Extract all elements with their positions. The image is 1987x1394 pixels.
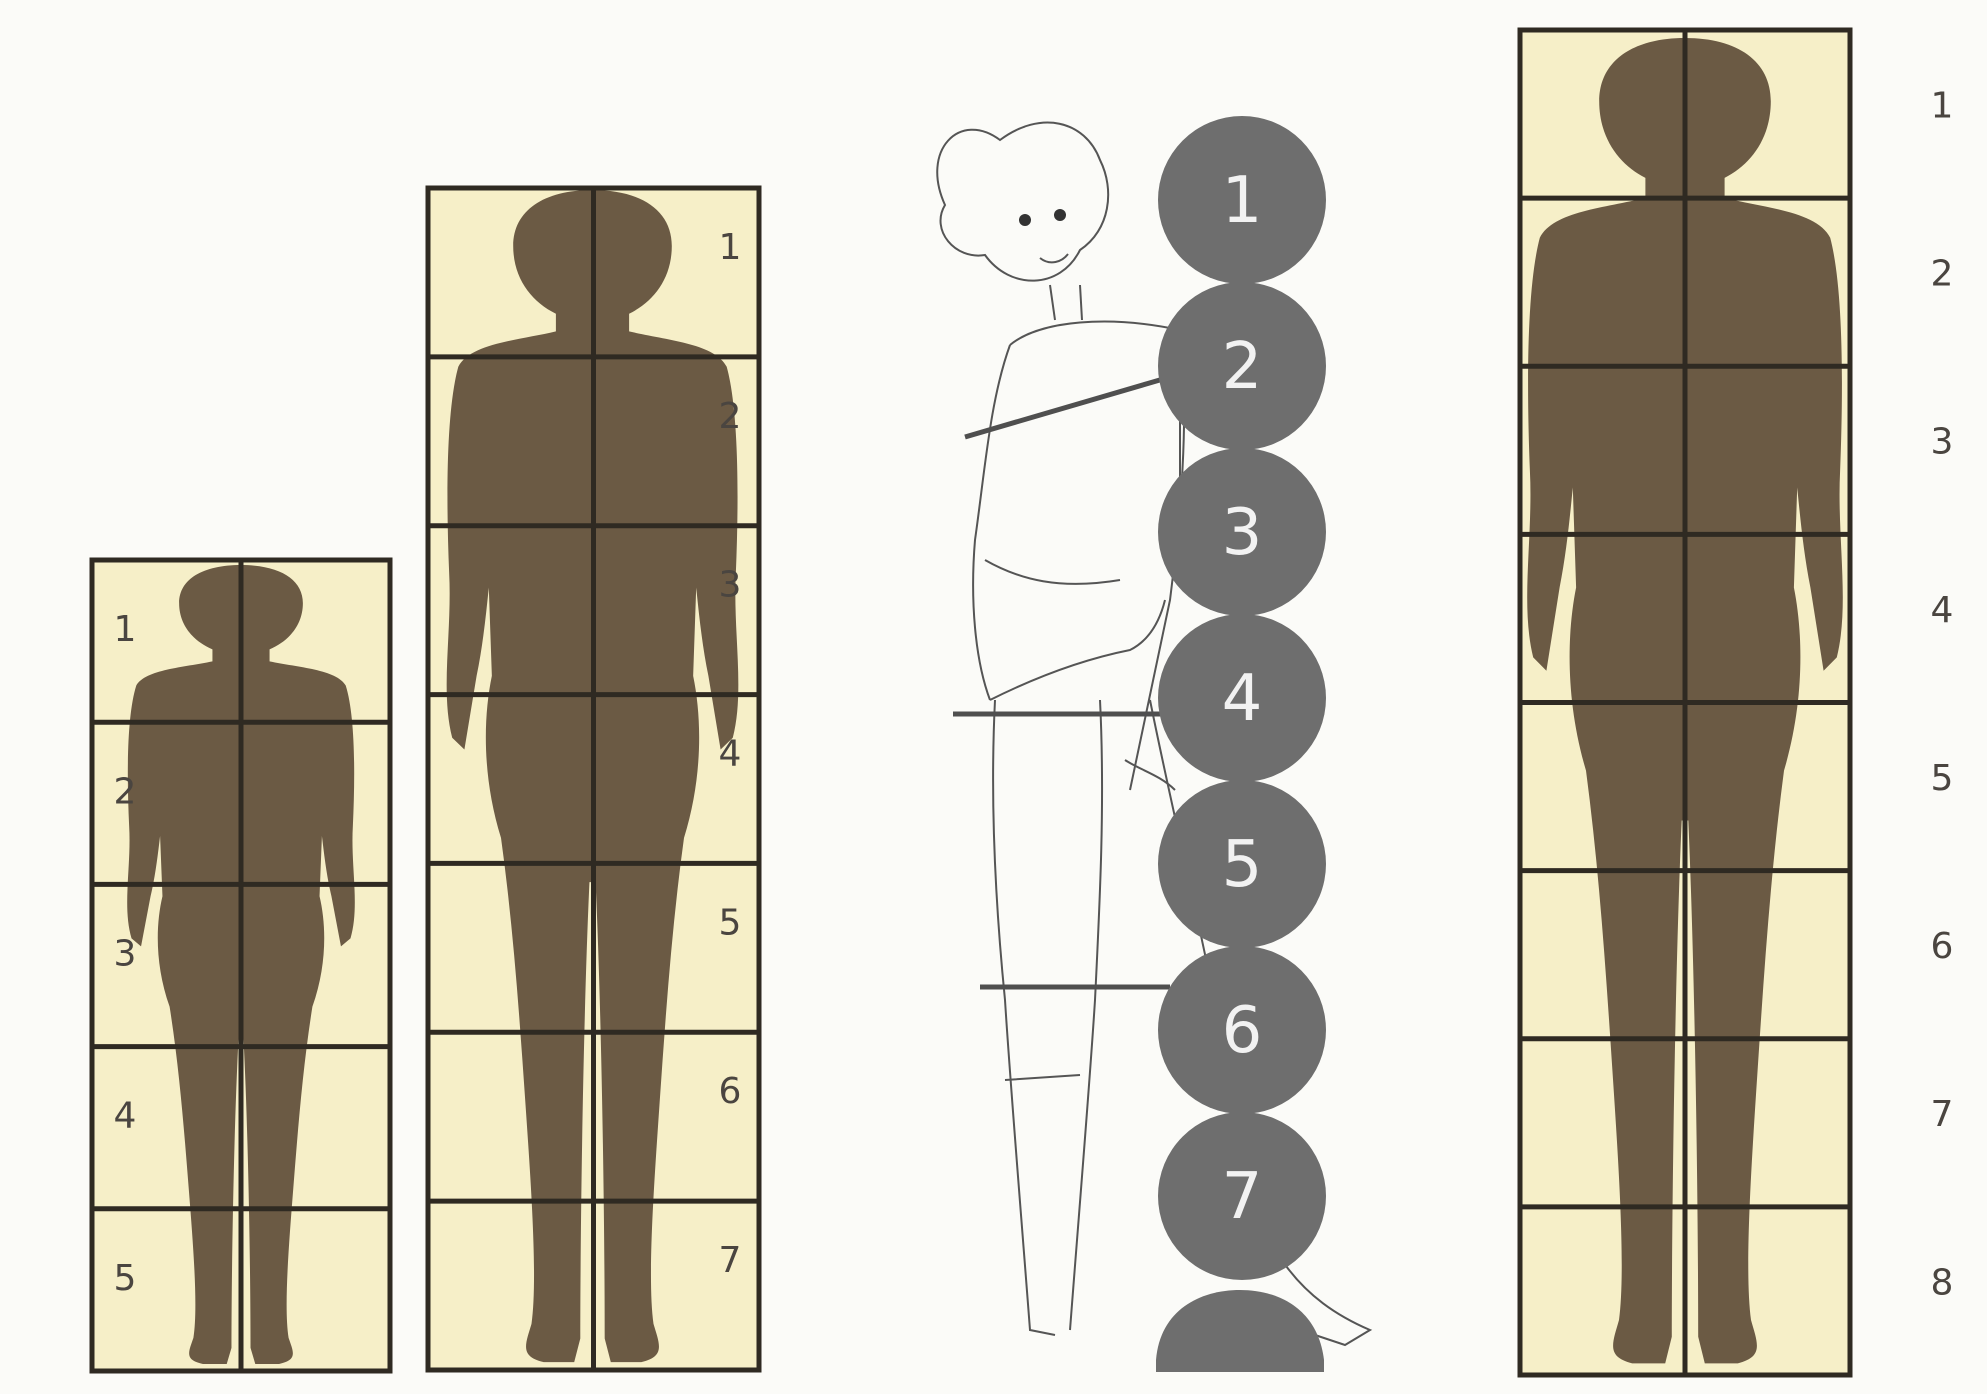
head-count-label: 4: [1931, 590, 1954, 631]
head-count-label: 3: [1931, 422, 1954, 463]
head-count-label: 8: [1931, 1262, 1954, 1303]
head-bubble-label: 1: [1222, 164, 1263, 238]
head-count-label: 4: [114, 1096, 137, 1137]
head-count-label: 6: [1931, 926, 1954, 967]
head-bubble-label: 3: [1222, 496, 1263, 570]
head-count-label: 3: [114, 934, 137, 975]
child-proportion-grid: 1 2 3 4 5: [92, 560, 390, 1371]
head-count-label: 7: [719, 1240, 742, 1281]
head-count-label: 1: [1931, 85, 1954, 126]
head-bubble-label: 5: [1222, 828, 1263, 902]
head-count-label: 7: [1931, 1094, 1954, 1135]
head-bubble-label: 6: [1222, 994, 1263, 1068]
head-bubble-8: [1156, 1290, 1324, 1372]
head-count-label: 2: [1931, 254, 1954, 295]
teen-proportion-grid: 1 2 3 4 5 6 7: [428, 188, 759, 1370]
head-count-label: 1: [719, 227, 742, 268]
head-count-label: 2: [114, 771, 137, 812]
anime-figure-diagram: 1 2 3 4 5 6 7: [937, 116, 1370, 1372]
head-bubble-label: 7: [1222, 1160, 1263, 1234]
head-count-label: 5: [114, 1258, 137, 1299]
head-count-label: 3: [719, 565, 742, 606]
head-count-label: 2: [719, 396, 742, 437]
adult-proportion-grid: 1 2 3 4 5 6 7 8: [1520, 30, 1953, 1375]
head-count-label: 1: [114, 609, 137, 650]
head-bubble-label: 4: [1222, 662, 1263, 736]
head-count-label: 5: [719, 902, 742, 943]
head-count-label: 4: [719, 733, 742, 774]
head-count-label: 5: [1931, 758, 1954, 799]
head-count-label: 6: [719, 1071, 742, 1112]
head-bubble-label: 2: [1222, 330, 1263, 404]
